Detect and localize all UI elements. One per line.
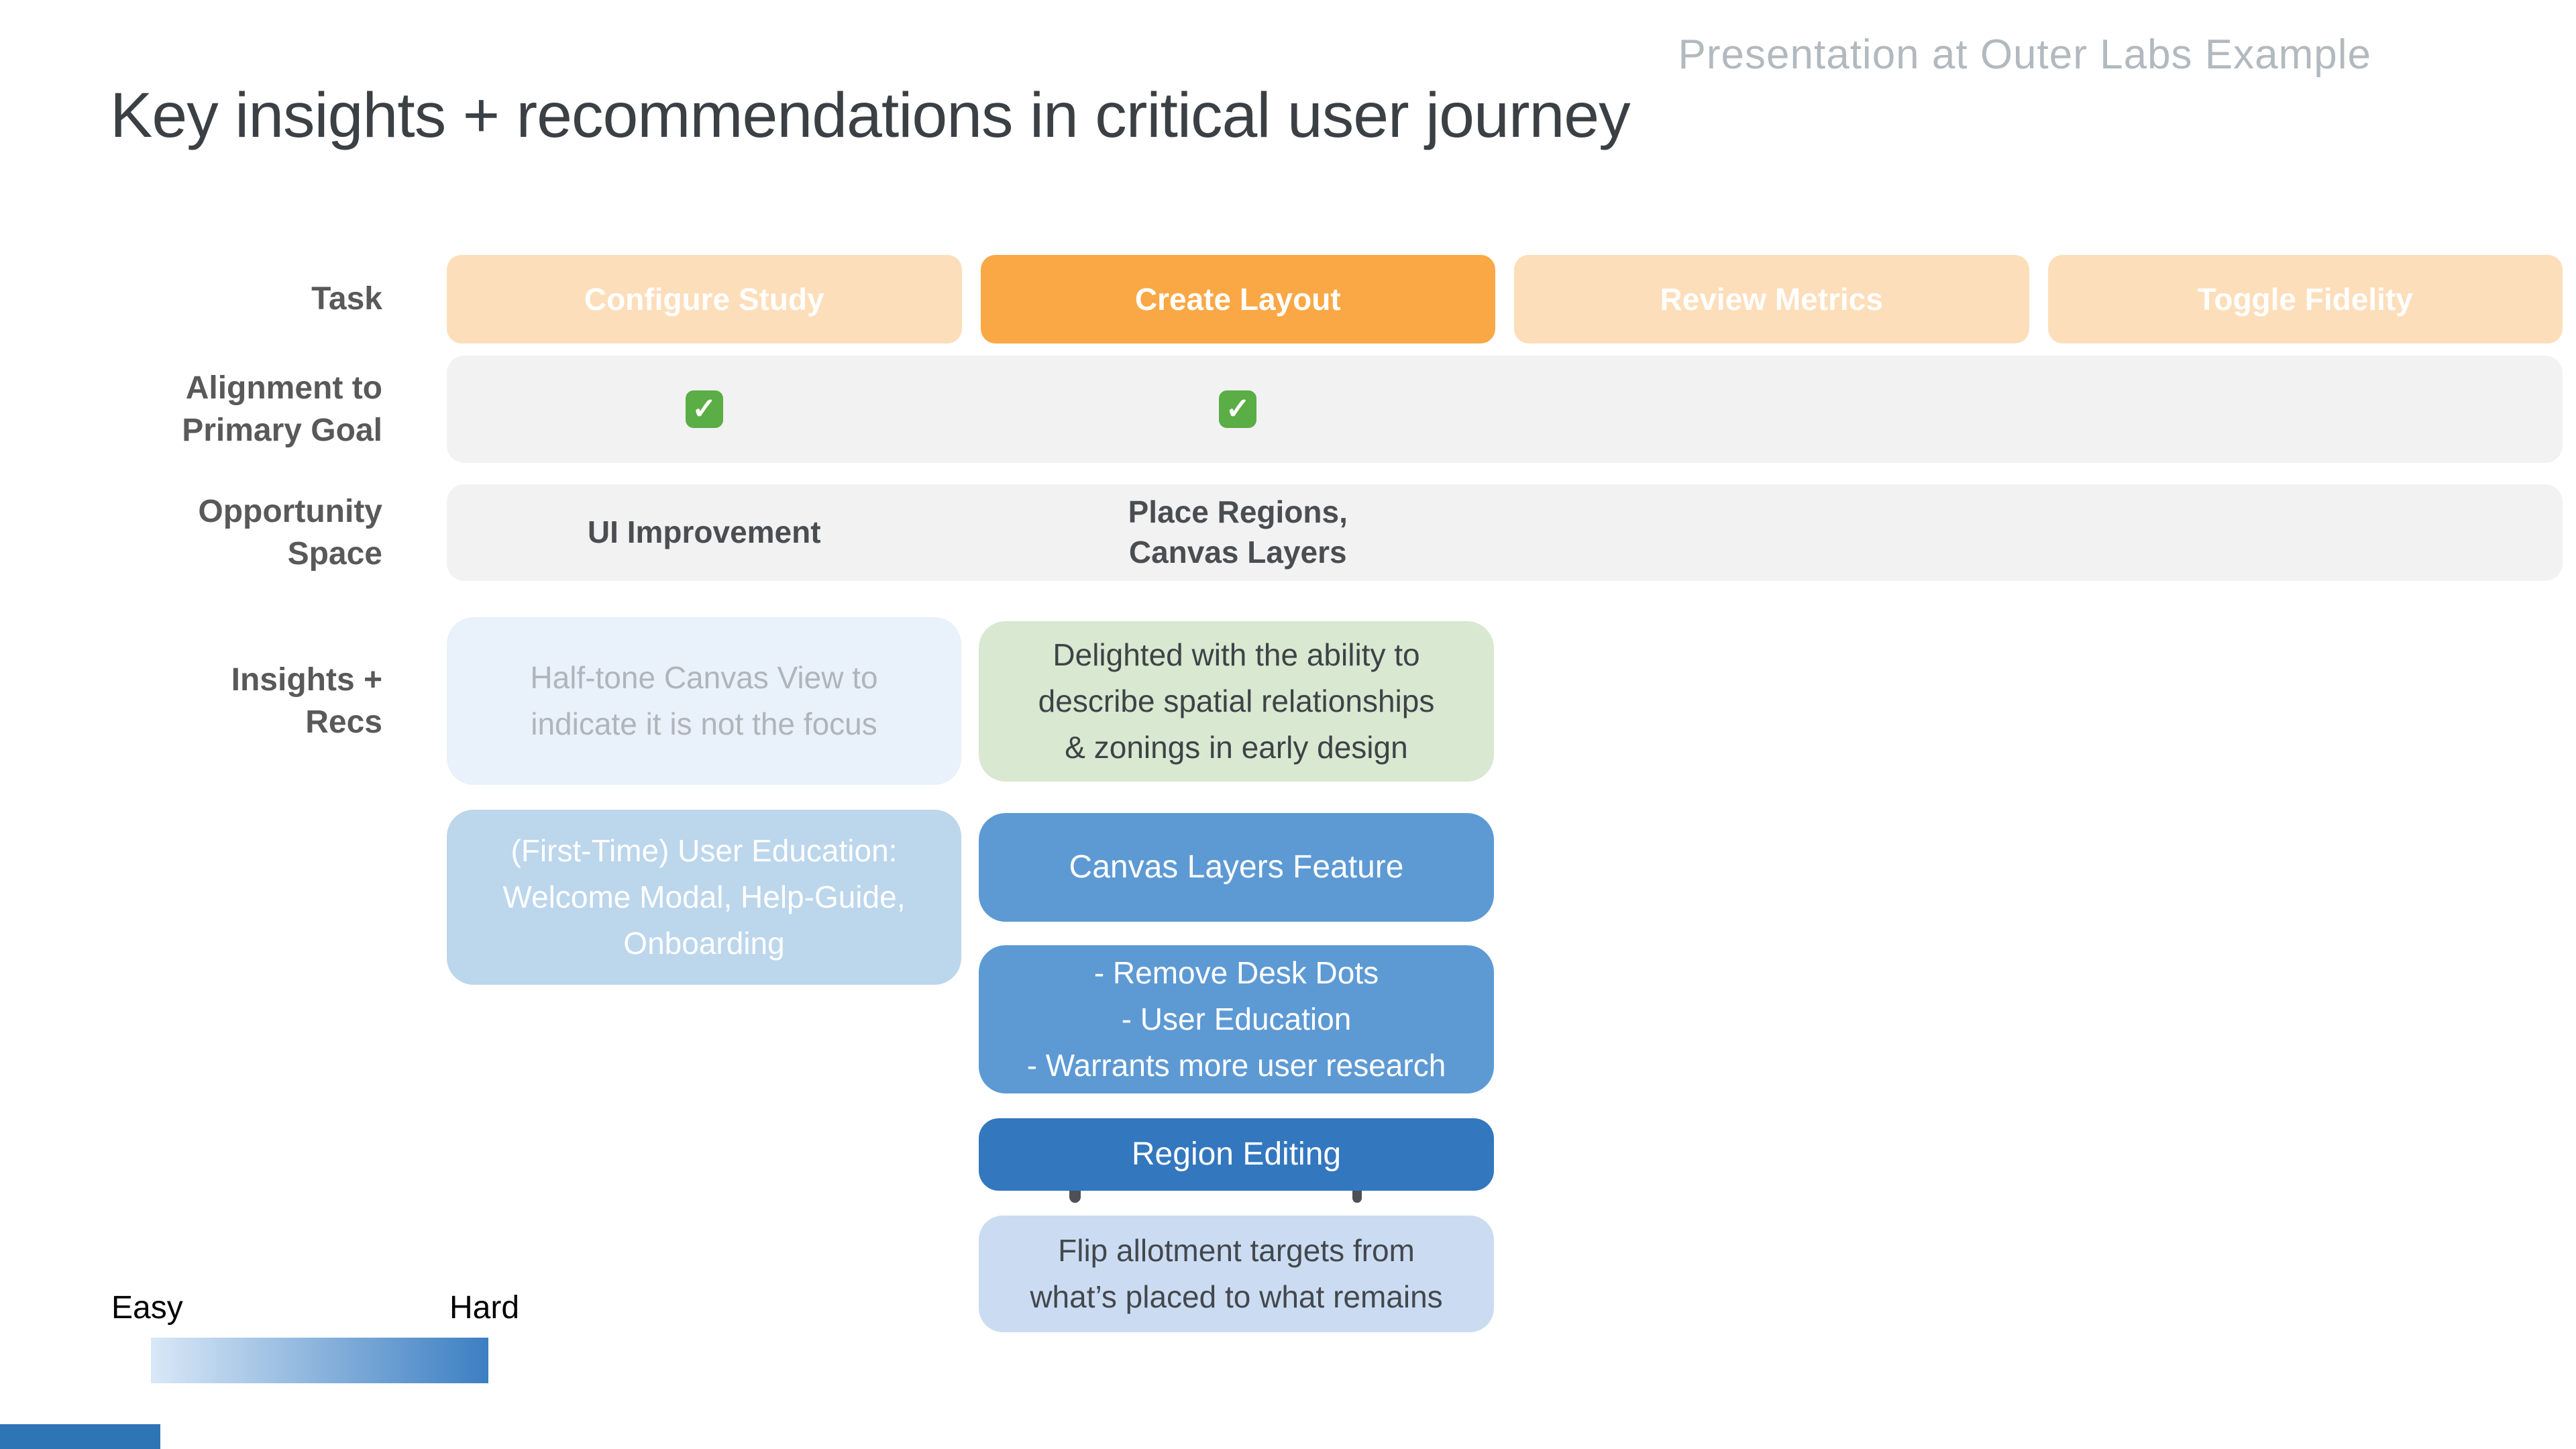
corner-accent-bar (0, 1424, 160, 1449)
opportunity-cell-empty-3 (1514, 484, 2029, 581)
insights-column-create-layout: Delighted with the ability to describe s… (979, 621, 1494, 1332)
check-icon: ✓ (685, 390, 723, 428)
row-label-opportunity: Opportunity Space (198, 493, 382, 572)
insight-card-region-editing: Region Editing (979, 1118, 1494, 1191)
opportunity-cell-place-regions: Place Regions, Canvas Layers (1128, 494, 1348, 570)
insight-card-flip-allotment: Flip allotment targets from what’s place… (979, 1216, 1494, 1332)
alignment-cell-toggle-fidelity (2048, 356, 2563, 463)
task-row: Configure Study Create Layout Review Met… (447, 255, 2563, 343)
insight-card-user-education: (First-Time) User Education: Welcome Mod… (447, 810, 961, 985)
alignment-cell-create-layout: ✓ (981, 356, 1496, 463)
row-label-alignment: Alignment to Primary Goal (182, 370, 382, 448)
alignment-cell-configure-study: ✓ (447, 356, 962, 463)
legend-hard-label: Hard (449, 1290, 520, 1326)
presentation-label: Presentation at Outer Labs Example (1678, 32, 2371, 78)
row-label-insights: Insights + Recs (231, 661, 382, 740)
task-cell-configure-study[interactable]: Configure Study (447, 255, 962, 343)
task-cell-review-metrics[interactable]: Review Metrics (1514, 255, 2029, 343)
page-title: Key insights + recommendations in critic… (110, 80, 1631, 151)
difficulty-gradient-bar (151, 1338, 488, 1383)
hidden-text-descender (1352, 1188, 1362, 1203)
alignment-row: ✓ ✓ (447, 356, 2563, 463)
insight-card-halftone-canvas: Half-tone Canvas View to indicate it is … (447, 617, 961, 785)
opportunity-row: UI Improvement Place Regions, Canvas Lay… (447, 484, 2563, 581)
check-icon: ✓ (1219, 390, 1257, 428)
task-cell-create-layout[interactable]: Create Layout (980, 255, 1495, 343)
insights-column-configure-study: Half-tone Canvas View to indicate it is … (447, 617, 961, 985)
row-label-task: Task (311, 281, 382, 317)
alignment-cell-review-metrics (1514, 356, 2029, 463)
insight-card-canvas-layers-feature: Canvas Layers Feature (979, 813, 1494, 922)
hidden-text-descender (1069, 1188, 1081, 1203)
opportunity-cell-empty-4 (2048, 484, 2563, 581)
task-cell-toggle-fidelity[interactable]: Toggle Fidelity (2047, 255, 2563, 343)
insight-card-delighted: Delighted with the ability to describe s… (979, 621, 1494, 782)
opportunity-cell-ui-improvement: UI Improvement (587, 515, 821, 550)
insight-card-remove-desk-dots: - Remove Desk Dots - User Education - Wa… (979, 945, 1494, 1093)
legend-easy-label: Easy (111, 1290, 183, 1326)
